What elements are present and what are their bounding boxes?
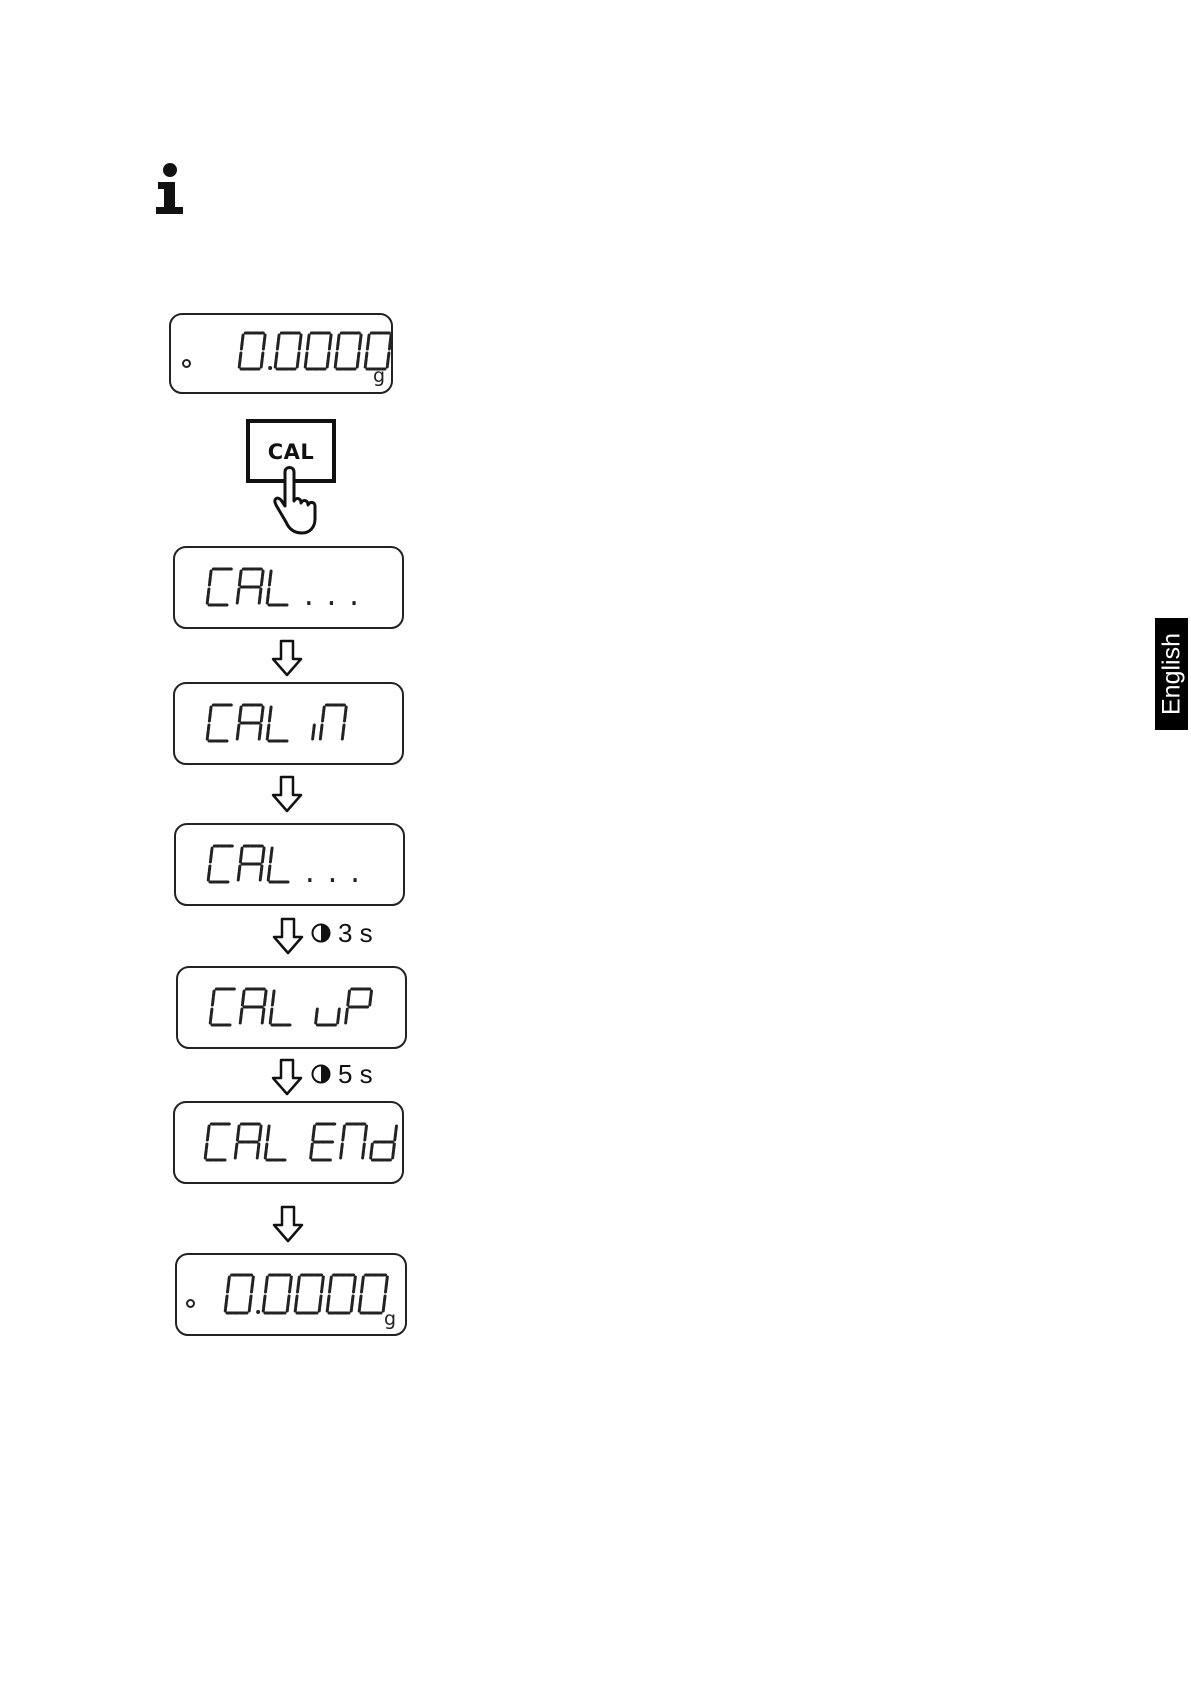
display-text: [171, 315, 391, 392]
timer-label: 5 s: [311, 1059, 391, 1089]
lcd-display-cal-in: [173, 682, 404, 765]
language-tab-label: English: [1157, 633, 1186, 715]
down-arrow-icon: [271, 1205, 305, 1243]
progress-dots: ...: [302, 859, 370, 889]
display-text: [175, 684, 402, 763]
display-text: [177, 1255, 405, 1334]
hand-press-icon: [272, 466, 318, 538]
lcd-display-initial: g: [169, 313, 393, 394]
clock-icon: [311, 1064, 331, 1084]
unit-label: g: [384, 1308, 396, 1330]
lcd-display-cal: ...: [173, 546, 404, 629]
display-text: [175, 1103, 402, 1182]
cal-button-label: CAL: [250, 440, 332, 464]
clock-icon: [311, 923, 331, 943]
down-arrow-icon: [270, 639, 304, 677]
down-arrow-icon: [270, 1058, 304, 1096]
unit-label: g: [373, 365, 385, 387]
down-arrow-icon: [270, 775, 304, 813]
lcd-display-cal-end: [173, 1101, 404, 1184]
timer-label: 3 s: [311, 918, 391, 948]
progress-dots: ...: [301, 582, 369, 612]
information-icon: [152, 163, 188, 215]
down-arrow-icon: [271, 917, 305, 955]
language-tab[interactable]: English: [1155, 618, 1188, 730]
lcd-display-cal-up: [176, 966, 407, 1049]
lcd-display-cal-wait: ...: [174, 823, 405, 906]
display-text: [178, 968, 405, 1047]
lcd-display-final: g: [175, 1253, 407, 1336]
